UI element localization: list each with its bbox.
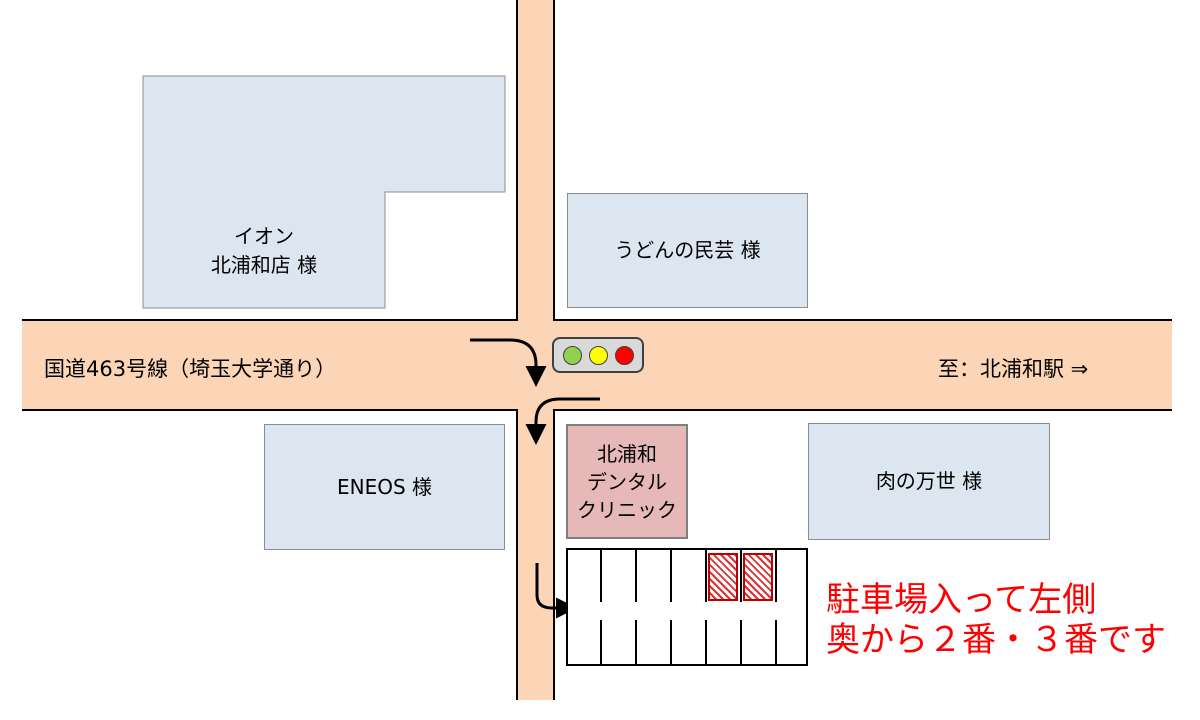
vertical-road-right-edge-top — [553, 0, 555, 321]
eneos-building: ENEOS 様 — [264, 424, 505, 550]
parking-note-line2: 奥から２番・３番です — [826, 620, 1166, 661]
aeon-name: イオン — [234, 224, 294, 248]
kita-urawa-dental-clinic: 北浦和 デンタル クリニック — [566, 424, 688, 539]
niku-no-mansei-label: 肉の万世 様 — [875, 469, 983, 493]
arrow-turn-south — [525, 397, 600, 445]
stall-divider — [600, 550, 602, 602]
vertical-road-left-edge-bottom — [516, 409, 518, 700]
parking-lot — [566, 548, 808, 666]
eneos-label: ENEOS 様 — [336, 474, 433, 499]
stall-divider — [705, 620, 707, 666]
stall-divider — [775, 620, 777, 666]
stall-divider — [635, 550, 637, 602]
stall-divider — [775, 550, 777, 602]
green-lamp — [563, 346, 582, 365]
reserved-parking-spot-2 — [743, 553, 773, 601]
red-lamp — [615, 346, 634, 365]
stall-divider — [670, 620, 672, 666]
reserved-parking-spot-3 — [708, 553, 738, 601]
stall-divider — [600, 620, 602, 666]
direction-to-kita-urawa-station-label: 至：北浦和駅 ⇒ — [938, 357, 1089, 381]
vertical-road-right-edge-bottom — [553, 409, 555, 700]
route-463-label: 国道463号線（埼玉大学通り） — [44, 357, 337, 381]
clinic-name-line3: クリニック — [577, 497, 677, 522]
traffic-light — [552, 337, 644, 373]
parking-instruction-note: 駐車場入って左側 奥から２番・３番です — [826, 580, 1166, 660]
stall-divider — [740, 620, 742, 666]
udon-mingei-building: うどんの民芸 様 — [567, 193, 808, 308]
vertical-road-left-edge-top — [516, 0, 518, 321]
aeon-building-label: イオン 北浦和店 様 — [143, 222, 385, 280]
udon-mingei-label: うどんの民芸 様 — [614, 238, 761, 262]
stall-divider — [670, 550, 672, 602]
niku-no-mansei-building: 肉の万世 様 — [808, 423, 1050, 540]
arrow-turn-from-east — [470, 338, 547, 387]
yellow-lamp — [589, 346, 608, 365]
arrow-enter-parking — [535, 563, 577, 619]
horizontal-road-top-edge-left — [22, 319, 518, 321]
horizontal-road-bottom-edge-left — [22, 409, 518, 411]
horizontal-road-bottom-edge-right — [553, 409, 1172, 411]
stall-divider — [635, 620, 637, 666]
clinic-name-line1: 北浦和 — [597, 441, 657, 466]
horizontal-road-top-edge-right — [553, 319, 1172, 321]
stall-divider — [740, 550, 742, 602]
aeon-branch: 北浦和店 様 — [210, 253, 318, 277]
clinic-name-line2: デンタル — [587, 469, 667, 494]
parking-note-line1: 駐車場入って左側 — [826, 580, 1097, 620]
stall-divider — [705, 550, 707, 602]
